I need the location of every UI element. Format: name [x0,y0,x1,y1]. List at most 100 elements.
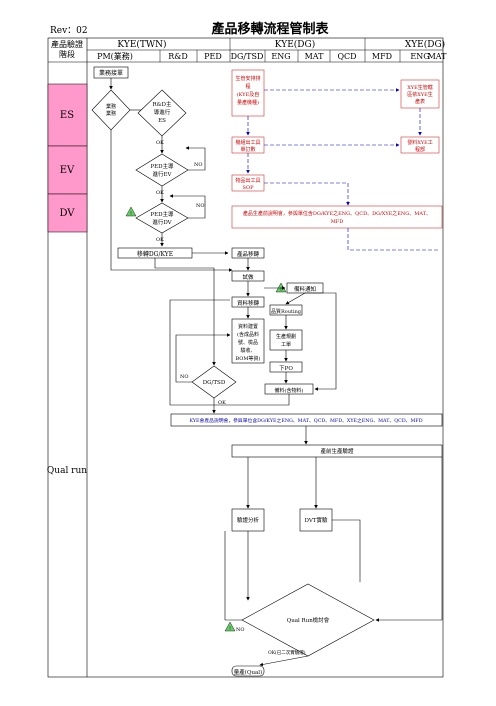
node-sop-text: 物品出工具 SOP [235,177,260,191]
node-start-label: 業務接單 [99,69,123,77]
ok3-label: OK [156,237,164,243]
rd-es-l3: ES [158,118,166,124]
svg-text:物品出工具: 物品出工具 [235,177,260,184]
verify-analysis-label: 驗證分析 [237,516,260,524]
ped-dv-l1: PED主導 [150,210,174,218]
column-headers: PM(業務) R&D PED DG/TSD ENG MAT QCD MFD EN… [97,51,447,61]
stage-band-ev [47,145,88,195]
material-label: 備料(含物料) [275,387,304,394]
warning-badge-dv: ! [130,211,132,217]
column-separators [159,38,401,62]
svg-text:驗收、: 驗收、 [240,347,255,354]
qual-review-label: Qual Run檢討會 [287,616,330,624]
dv-note-l2: MFD [331,219,344,225]
stage-ev: EV [60,165,75,176]
rev-label: Rev：02 [50,26,88,36]
confirm-label: 試做 [242,273,254,281]
col-xye-eng: ENG [410,52,429,61]
node-mass-verify [231,444,443,458]
col-pm: PM(業務) [97,51,133,61]
dg-tsd-label: DG/TSD [203,380,226,386]
data-create-text: 資料建置 (含成品料 號、檢品 驗收、 BOM等資) [236,323,261,362]
svg-text:程: 程 [245,83,250,90]
page-title: 產品移轉流程管制表 [210,21,329,37]
svg-text:機組出工具: 機組出工具 [235,139,260,146]
warning-badge-qual: ! [229,626,231,632]
decision-customer-l2: 業務 [106,110,116,117]
stage-band-dv [47,193,88,233]
svg-text:SOP: SOP [243,185,255,191]
svg-text:(KYE及自: (KYE及自 [237,91,260,98]
decision-customer-l1: 業務 [106,103,116,110]
warning-badge-notify: ! [280,287,282,293]
svg-text:號、檢品: 號、檢品 [238,339,258,346]
col-xye-mat: MAT [428,52,448,61]
no-dv-label: NO [196,203,204,209]
warning-badge-qual-icon [224,621,236,632]
col-eng: ENG [271,52,290,61]
ok1-label: OK [156,140,164,146]
receiving-label: 品質Routing [271,308,302,315]
ped-ev-l2: 進行EV [153,170,173,178]
group-kye-twn: KYE(TWN) [117,39,166,50]
ok2-label: OK [156,190,164,196]
svg-text:BOM等資): BOM等資) [236,355,261,362]
stage-header-line1: 產品驗證 [51,39,83,49]
col-mfd: MFD [372,52,392,61]
stage-es: ES [60,110,74,121]
dv-note-l1: 產品生產前說明會，參與單位含DG/KYE之ENG、QCD、DG/XYE之ENG、… [243,210,431,217]
line-prep-l1: 生產規劃 [276,333,296,340]
rd-es-l1: R&D主 [153,100,172,108]
decision-ped-ev [135,153,189,187]
node-transfer-label: 移轉DG/KYE [137,250,173,258]
node-data-create [231,318,265,364]
product-transfer-label: 產品移轉 [237,250,260,258]
col-qcd: QCD [337,52,356,61]
no-ev-label: NO [194,162,202,168]
col-mat: MAT [305,52,325,61]
svg-text:資料建置: 資料建置 [238,323,258,330]
group-kye-dg: KYE(DG) [275,39,315,50]
node-finish [231,665,265,677]
node-dv-note [231,205,443,229]
svg-text:區依XYE生: 區依XYE生 [407,91,433,98]
svg-text:量產機種): 量產機種) [237,99,259,106]
stage-header-line2: 階段 [59,49,75,59]
ok-qual-label: OK(已二次實驗證) [268,649,306,656]
node-xye-order-text: 發料XYE工 程部 [407,139,433,153]
node-xye-plan-text: XYE生管轄 區依XYE生 產表 [407,84,433,105]
svg-text:生管安排排: 生管安排排 [235,75,260,82]
no-tsd-label: NO [180,374,188,380]
ped-dv-l2: 進行DV [152,218,172,226]
node-eng-order-text: 機組出工具 單訂數 [235,139,260,153]
table-frame [47,37,444,678]
mass-verify-label: 產前生產驗證 [320,447,354,455]
stage-qual: Qual run [47,466,87,476]
col-ped: PED [204,52,222,61]
no-qual-label: NO [236,627,244,633]
node-xye-order [400,136,440,154]
finish-label: 量產(Qual) [234,668,262,676]
svg-text:單訂數: 單訂數 [240,146,255,153]
notify-label: 備料通知 [294,285,316,293]
node-plan-text: 生管安排排 程 (KYE及自 量產機種) [235,75,260,106]
node-plan [231,69,265,117]
dvt-test-label: DVT實驗 [305,516,328,524]
ok-tsd-label: OK [218,400,226,406]
svg-text:發料XYE工: 發料XYE工 [407,139,433,146]
dispatch-label: 下PO [279,365,293,372]
qual-note-label: KYE會產品說明會，參與單位含DG/KYE之ENG、MAT、QCD、MFD、XY… [189,417,422,424]
warning-badge-icon [125,206,137,217]
rd-es-l2: 導進行 [154,108,171,116]
stage-band-es [47,83,88,147]
decision-ped-dv [135,202,189,234]
mat-transfer-label: 資料移轉 [237,299,260,307]
svg-text:程部: 程部 [415,146,425,153]
svg-text:產表: 產表 [415,98,425,105]
group-xye-dg: XYE(DG) [405,39,445,50]
decision-customer [91,89,131,131]
line-prep-l2: 工單 [281,342,291,348]
svg-text:(含成品料: (含成品料 [237,331,259,338]
